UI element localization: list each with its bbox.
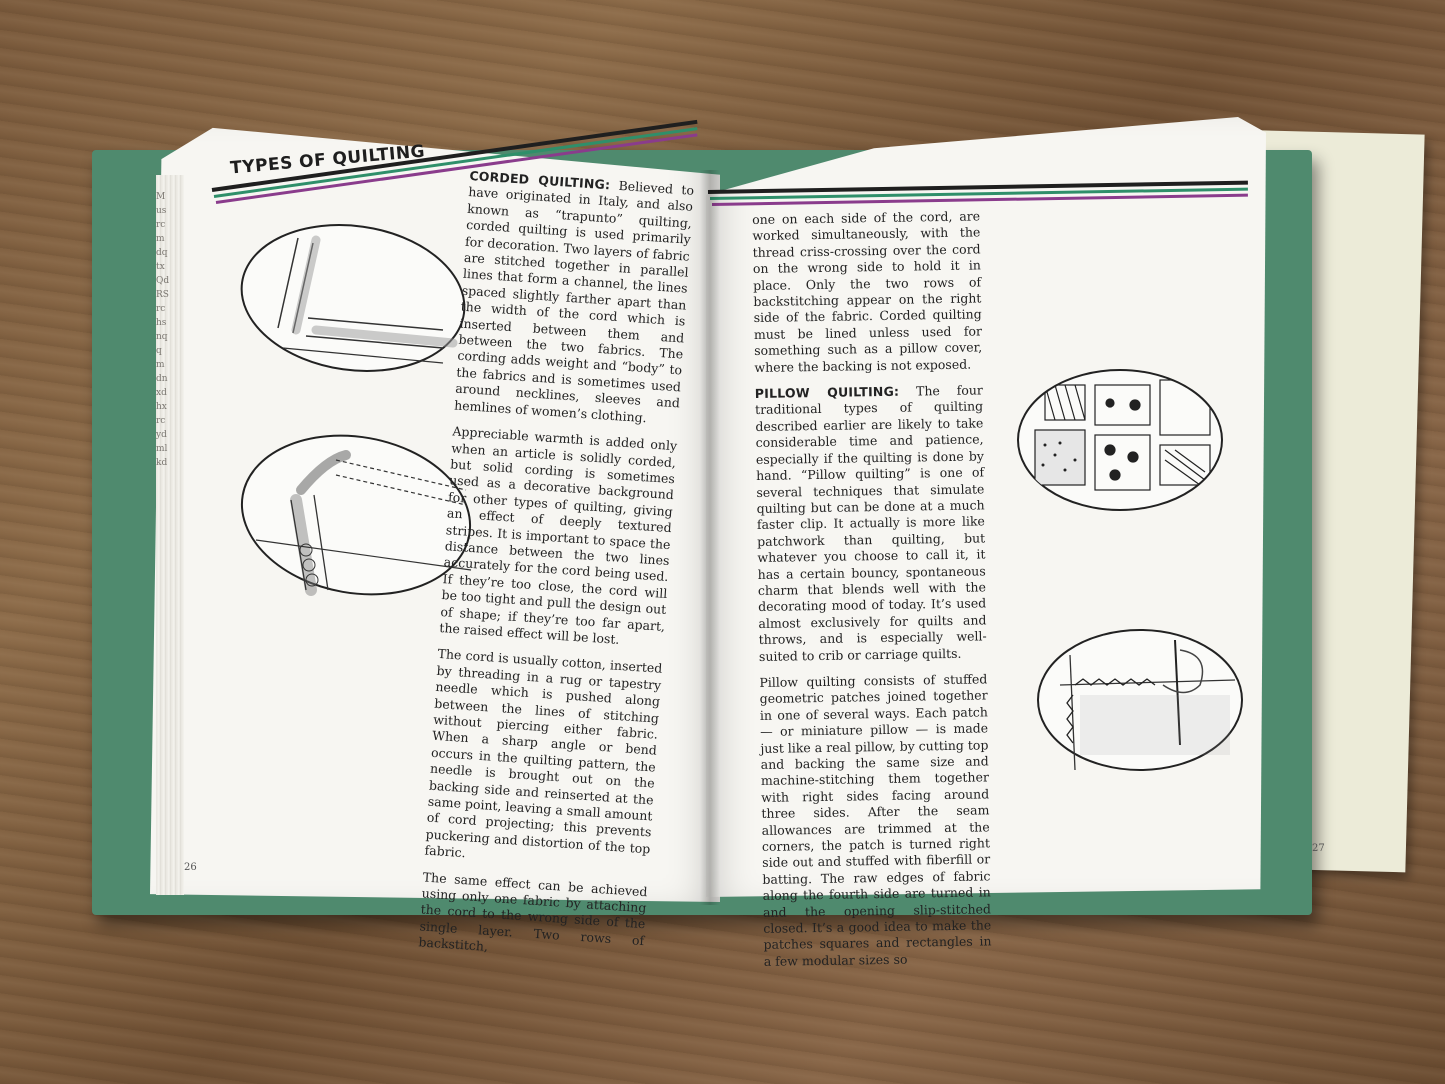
paragraph-lead: PILLOW QUILTING: bbox=[754, 383, 900, 402]
right-column-text: one on each side of the cord, are worked… bbox=[752, 208, 992, 980]
paragraph-body: The cord is usually cotton, inserted by … bbox=[424, 646, 663, 861]
paragraph-body: Appreciable warmth is added only when an… bbox=[438, 423, 678, 647]
paragraph: The same effect can be achieved using on… bbox=[418, 869, 648, 966]
paragraph-body: The four traditional types of quilting d… bbox=[754, 382, 987, 664]
corded-quilting-corner-illustration bbox=[240, 224, 466, 372]
paragraph: one on each side of the cord, are worked… bbox=[752, 208, 983, 376]
book-spine-shadow bbox=[700, 170, 720, 905]
margin-bleed-letters: MusrcmdqtxQdRSrchsnqqmdnxdhxrcydmlkd bbox=[156, 192, 170, 468]
paragraph-body: Pillow quilting consists of stuffed geom… bbox=[759, 671, 992, 969]
paragraph: The cord is usually cotton, inserted by … bbox=[424, 646, 663, 874]
pillow-quilt-patchwork-illustration bbox=[1017, 369, 1223, 511]
page-number-left: 26 bbox=[184, 862, 197, 873]
slip-stitch-needle-illustration bbox=[1037, 629, 1243, 771]
paragraph: Appreciable warmth is added only when an… bbox=[439, 424, 678, 652]
paragraph-body: The same effect can be achieved using on… bbox=[418, 869, 648, 955]
paragraph-corded-quilting: CORDED QUILTING: Believed to have origin… bbox=[454, 168, 695, 428]
page-edges bbox=[156, 175, 184, 895]
page-number-right: 27 bbox=[1312, 843, 1325, 854]
paragraph-body: one on each side of the cord, are worked… bbox=[752, 208, 983, 375]
paragraph-pillow-quilting: PILLOW QUILTING: The four traditional ty… bbox=[755, 382, 987, 664]
cord-insertion-illustration bbox=[240, 434, 472, 596]
paragraph: Pillow quilting consists of stuffed geom… bbox=[759, 671, 992, 970]
paragraph-body: Believed to have originated in Italy, an… bbox=[453, 177, 695, 425]
